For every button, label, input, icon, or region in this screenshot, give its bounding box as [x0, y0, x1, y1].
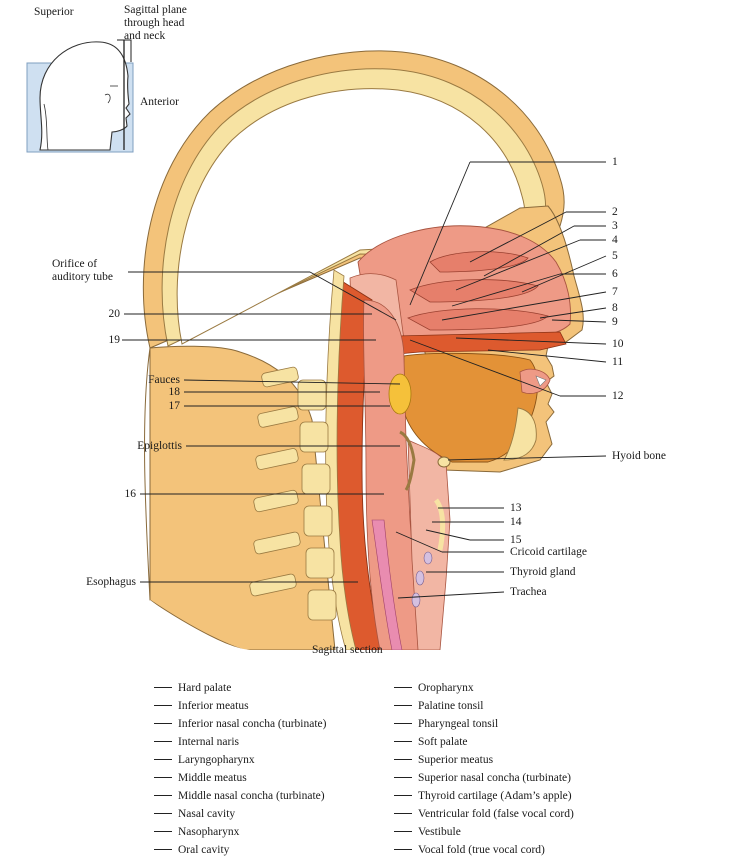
answer-blank[interactable] — [394, 813, 412, 814]
number-label-2: 2 — [612, 206, 618, 218]
word-list-item: Vestibule — [394, 824, 461, 840]
label-thyroid-gland: Thyroid gland — [510, 566, 576, 578]
number-label-6: 6 — [612, 268, 618, 280]
number-label-10: 10 — [612, 338, 624, 350]
inset-head-figure — [26, 39, 134, 153]
number-label-3: 3 — [612, 220, 618, 232]
inset-label-sagittal-plane: Sagittal plane through head and neck — [124, 4, 187, 42]
number-label-12: 12 — [612, 390, 624, 402]
answer-blank[interactable] — [154, 741, 172, 742]
word-list-item: Ventricular fold (false vocal cord) — [394, 806, 574, 822]
number-label-14: 14 — [510, 516, 522, 528]
label-hyoid-bone: Hyoid bone — [612, 450, 666, 462]
word-list-item: Hard palate — [154, 680, 231, 696]
number-label-5: 5 — [612, 250, 618, 262]
label-cricoid-cartilage: Cricoid cartilage — [510, 546, 587, 558]
answer-blank[interactable] — [154, 723, 172, 724]
number-label-4: 4 — [612, 234, 618, 246]
number-label-15: 15 — [510, 534, 522, 546]
label-trachea: Trachea — [510, 586, 547, 598]
number-label-9: 9 — [612, 316, 618, 328]
number-label-18: 18 — [168, 386, 181, 398]
word-list-item: Internal naris — [154, 734, 239, 750]
answer-blank[interactable] — [154, 759, 172, 760]
answer-blank[interactable] — [154, 795, 172, 796]
pharynx-and-airway — [331, 279, 451, 651]
word-list-item: Laryngopharynx — [154, 752, 255, 768]
label-orifice-of-auditory-tube: Orifice of auditory tube — [52, 258, 113, 283]
answer-blank[interactable] — [394, 723, 412, 724]
answer-blank[interactable] — [394, 705, 412, 706]
number-label-19: 19 — [108, 334, 121, 346]
word-list-item: Middle nasal concha (turbinate) — [154, 788, 325, 804]
answer-blank[interactable] — [154, 813, 172, 814]
answer-blank[interactable] — [394, 795, 412, 796]
torn-edge — [150, 600, 445, 662]
leader-lines — [122, 161, 607, 599]
vertebral-column — [249, 269, 357, 651]
word-list-item: Superior meatus — [394, 752, 493, 768]
word-list-item: Middle meatus — [154, 770, 247, 786]
answer-blank[interactable] — [154, 687, 172, 688]
label-esophagus: Esophagus — [86, 576, 136, 588]
number-label-8: 8 — [612, 302, 618, 314]
answer-blank[interactable] — [154, 849, 172, 850]
word-list-item: Oropharynx — [394, 680, 474, 696]
answer-blank[interactable] — [154, 705, 172, 706]
number-label-20: 20 — [108, 308, 121, 320]
word-list-item: Nasopharynx — [154, 824, 239, 840]
inset-label-superior: Superior — [34, 6, 74, 18]
word-list-item: Palatine tonsil — [394, 698, 483, 714]
word-list-item: Soft palate — [394, 734, 468, 750]
inset-label-anterior: Anterior — [140, 96, 179, 108]
number-label-17: 17 — [168, 400, 181, 412]
answer-blank[interactable] — [394, 849, 412, 850]
answer-blank[interactable] — [394, 759, 412, 760]
skull — [142, 50, 565, 349]
answer-blank[interactable] — [154, 831, 172, 832]
answer-blank[interactable] — [394, 687, 412, 688]
label-fauces: Fauces — [148, 374, 180, 386]
number-label-11: 11 — [612, 356, 624, 368]
diagram-caption: Sagittal section — [312, 644, 383, 656]
word-list-item: Pharyngeal tonsil — [394, 716, 498, 732]
word-list-item: Nasal cavity — [154, 806, 235, 822]
answer-blank[interactable] — [154, 777, 172, 778]
word-list-item: Superior nasal concha (turbinate) — [394, 770, 571, 786]
number-label-16: 16 — [124, 488, 137, 500]
number-label-1: 1 — [612, 156, 618, 168]
word-list-item: Oral cavity — [154, 842, 229, 858]
word-list-item: Thyroid cartilage (Adam’s apple) — [394, 788, 572, 804]
answer-blank[interactable] — [394, 831, 412, 832]
answer-blank[interactable] — [394, 741, 412, 742]
label-epiglottis: Epiglottis — [137, 440, 182, 452]
number-label-13: 13 — [510, 502, 522, 514]
number-label-7: 7 — [612, 286, 618, 298]
word-list-item: Inferior meatus — [154, 698, 249, 714]
answer-blank[interactable] — [394, 777, 412, 778]
word-list-item: Vocal fold (true vocal cord) — [394, 842, 545, 858]
word-list-item: Inferior nasal concha (turbinate) — [154, 716, 326, 732]
